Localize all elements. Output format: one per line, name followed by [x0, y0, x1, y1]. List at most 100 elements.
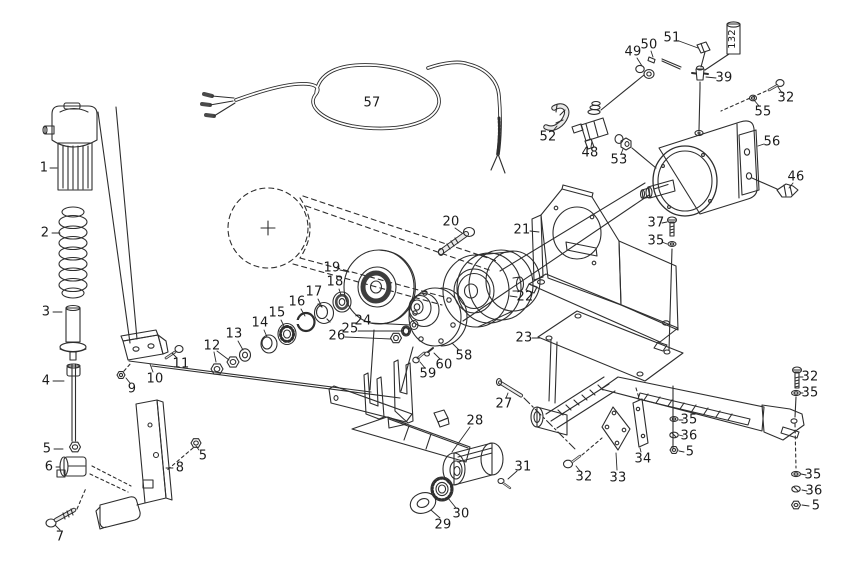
valve-fittings-art — [546, 102, 656, 169]
part-label-5-60: 5 — [811, 498, 821, 514]
leader-line-22-22 — [509, 295, 518, 298]
part-label-12-12: 12 — [203, 338, 221, 354]
leader-line-12-12 — [213, 351, 217, 363]
part-label-5-8: 5 — [198, 448, 208, 464]
part-label-35-57: 35 — [801, 385, 819, 401]
leader-line-24-24 — [370, 322, 411, 326]
leader-line-18-18 — [338, 288, 342, 296]
leader-line-10-10 — [149, 363, 154, 373]
part-label-16-16: 16 — [288, 294, 306, 310]
part-22-grooved-pulley-art — [443, 250, 540, 327]
part-11-screw-art — [166, 346, 183, 359]
part-label-8-7: 8 — [175, 460, 185, 476]
part-label-50-34: 50 — [640, 37, 658, 53]
parts-59-60-screws-art — [413, 348, 433, 363]
leader-line-5-60 — [801, 504, 810, 507]
part-3-plunger-art — [60, 306, 86, 361]
part-label-48-43: 48 — [581, 145, 599, 161]
leader-line-31-31 — [507, 470, 518, 480]
leader-line-28-28 — [451, 426, 471, 453]
arm-assembly-art — [531, 340, 804, 440]
leader-line-56-40 — [757, 143, 765, 147]
part-10-bracket-art — [121, 330, 168, 360]
part-label-35-46: 35 — [647, 233, 665, 249]
leader-line-20-20 — [454, 227, 463, 234]
leader-line-32-50 — [575, 465, 581, 472]
part-label-34-52: 34 — [634, 451, 652, 467]
part-8-bracket-art — [96, 400, 193, 529]
leader-line-48-43 — [590, 140, 593, 148]
part-30-knurled-nut-art — [431, 477, 453, 501]
part-label-49-33: 49 — [624, 44, 642, 60]
part-23-plate-art — [538, 311, 683, 381]
part-27-pin-art — [497, 379, 578, 452]
part-label-59-48: 59 — [419, 366, 437, 382]
part-label-46-41: 46 — [787, 169, 805, 185]
part-label-18-18: 18 — [326, 274, 344, 290]
hardware-stacks-art — [564, 367, 802, 509]
leader-line-36-54 — [678, 434, 684, 437]
leader-line-59-48 — [419, 361, 426, 369]
part-label-32-38: 32 — [777, 90, 795, 106]
leader-line-52-42 — [552, 125, 558, 132]
part-label-24-24: 24 — [354, 313, 372, 329]
part-label-22-22: 22 — [516, 289, 534, 305]
leader-line-53-44 — [620, 148, 624, 155]
leader-line-13-13 — [237, 340, 244, 351]
part-label-27-27: 27 — [495, 396, 513, 412]
part-label-13-13: 13 — [225, 326, 243, 342]
leader-line-17-17 — [317, 298, 323, 308]
part-label-51-35: 51 — [663, 30, 681, 46]
part-56-motor-art — [641, 121, 778, 216]
part-2-spring-art — [59, 207, 87, 298]
leader-line-11-11 — [171, 352, 178, 359]
leader-line-26-26 — [344, 336, 392, 340]
part-label-9-9: 9 — [127, 381, 137, 397]
leader-line-30-30 — [447, 497, 457, 509]
part-label-58-47: 58 — [455, 348, 473, 364]
leader-line-51-35 — [678, 40, 699, 49]
leader-line-49-33 — [636, 57, 643, 67]
part-label-5-4: 5 — [42, 441, 52, 457]
part-19-pulley-art — [344, 250, 415, 324]
part-label-15-15: 15 — [268, 305, 286, 321]
part-46-plug-art — [777, 184, 798, 197]
leader-line-16-16 — [300, 308, 306, 317]
part-label-14-14: 14 — [251, 315, 269, 331]
part-label-53-44: 53 — [610, 152, 628, 168]
leader-line-39-37 — [705, 76, 717, 79]
part-4-rod-art — [67, 364, 80, 441]
part-label-55-39: 55 — [754, 104, 772, 120]
part-label-26-26: 26 — [328, 328, 346, 344]
part-label-37-45: 37 — [647, 215, 665, 231]
part-label-1-0: 1 — [39, 160, 49, 176]
part-label-10-10: 10 — [146, 371, 164, 387]
part-label-11-11: 11 — [172, 356, 190, 372]
part-label-39-37: 39 — [715, 70, 733, 86]
leader-line-9-9 — [125, 377, 131, 384]
leader-line-55-39 — [753, 99, 760, 107]
leader-line-60-49 — [433, 352, 441, 360]
part-label-29-29: 29 — [434, 517, 452, 533]
part-58-flange-art — [409, 288, 467, 346]
part-label-56-40: 56 — [763, 134, 781, 150]
part-label-57-32: 57 — [363, 95, 381, 111]
leader-line-29-29 — [430, 509, 441, 519]
part-label-35-53: 35 — [680, 412, 698, 428]
leader-line-46-41 — [788, 182, 794, 189]
part-label-32-56: 32 — [801, 369, 819, 385]
part-label-2-1: 2 — [40, 225, 50, 241]
part-label-3-2: 3 — [41, 304, 51, 320]
part-label-23-23: 23 — [515, 330, 533, 346]
parts-12-18-row-art — [211, 292, 351, 374]
cable-art — [202, 62, 505, 173]
part-label-6-5: 6 — [44, 459, 54, 475]
leader-line-14-14 — [263, 329, 268, 338]
leader-line-27-27 — [505, 392, 509, 399]
part-label-35-58: 35 — [804, 467, 822, 483]
part-9-nut-art — [117, 363, 131, 378]
part-31-screw-art — [498, 479, 510, 489]
